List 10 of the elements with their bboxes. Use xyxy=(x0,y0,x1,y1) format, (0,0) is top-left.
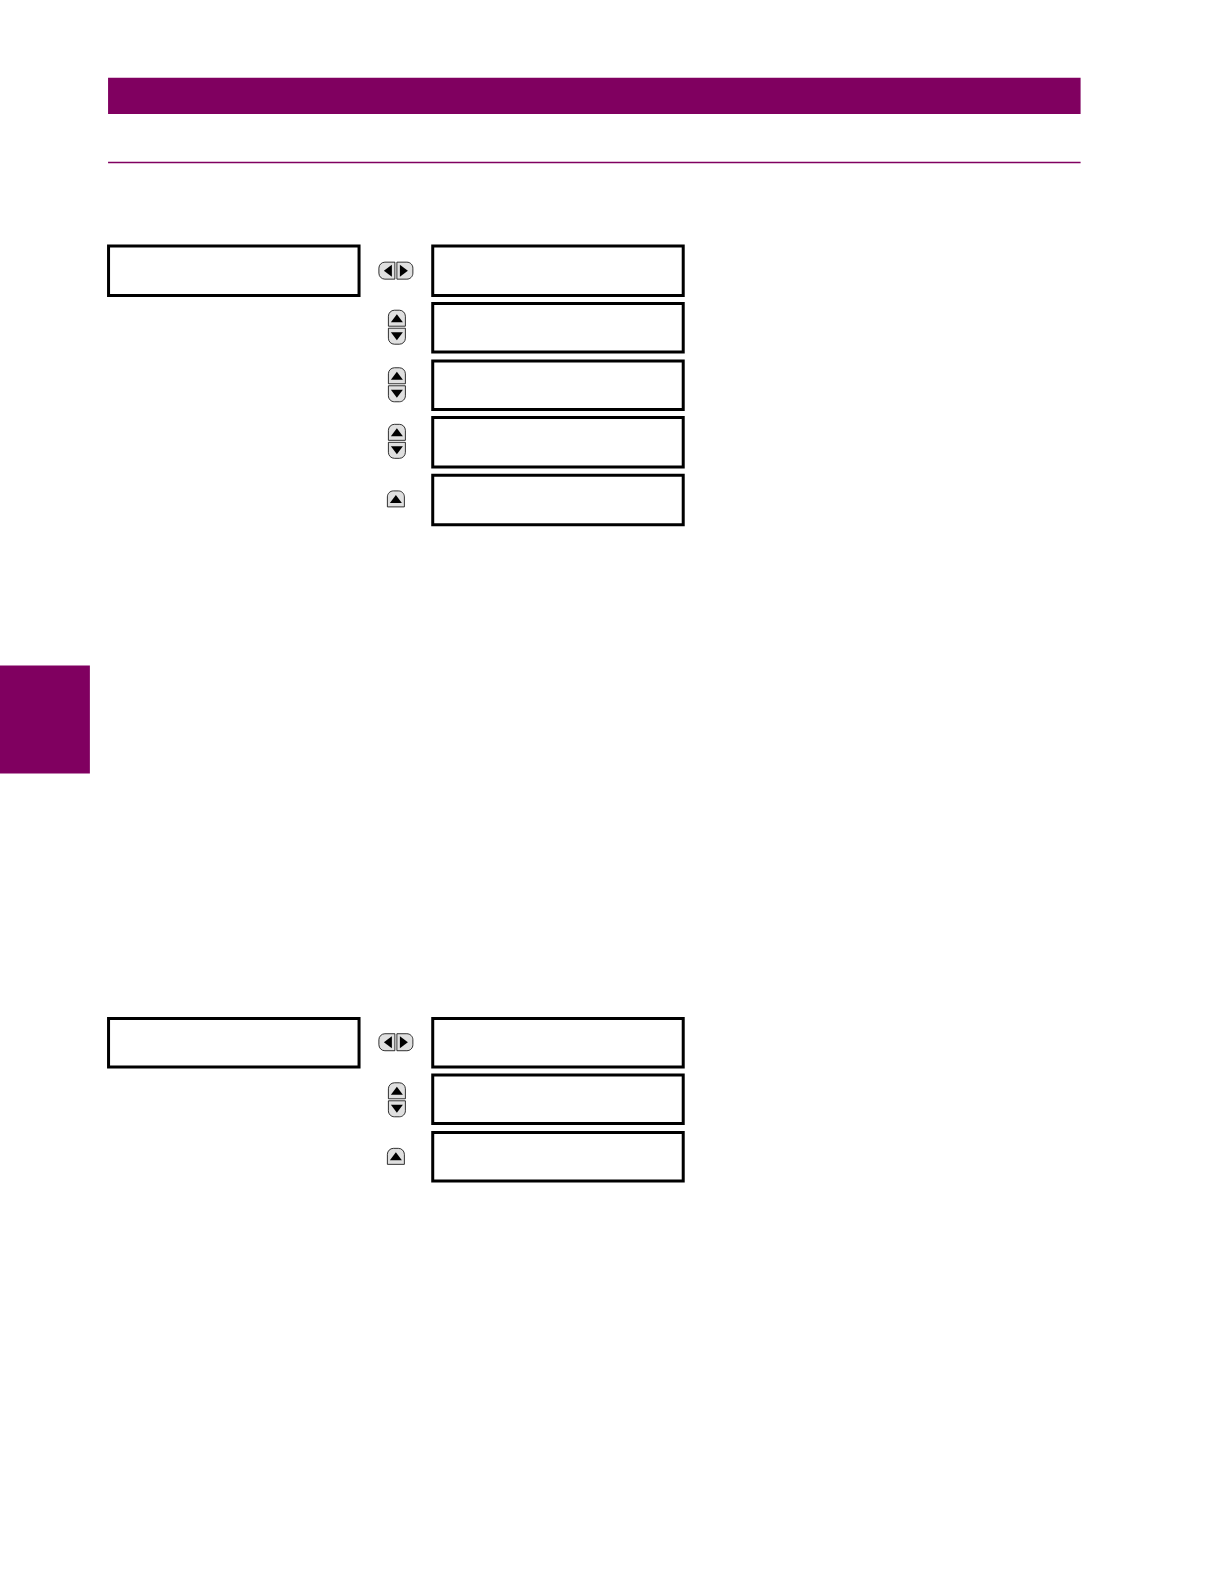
display-box xyxy=(431,473,685,527)
display-box xyxy=(431,244,685,297)
display-box xyxy=(431,416,685,469)
display-box xyxy=(107,1017,361,1069)
display-box xyxy=(431,1017,685,1069)
display-box xyxy=(431,1131,685,1183)
display-box xyxy=(431,301,685,354)
display-box xyxy=(107,244,361,297)
display-box xyxy=(431,359,685,412)
display-box xyxy=(431,1073,685,1126)
